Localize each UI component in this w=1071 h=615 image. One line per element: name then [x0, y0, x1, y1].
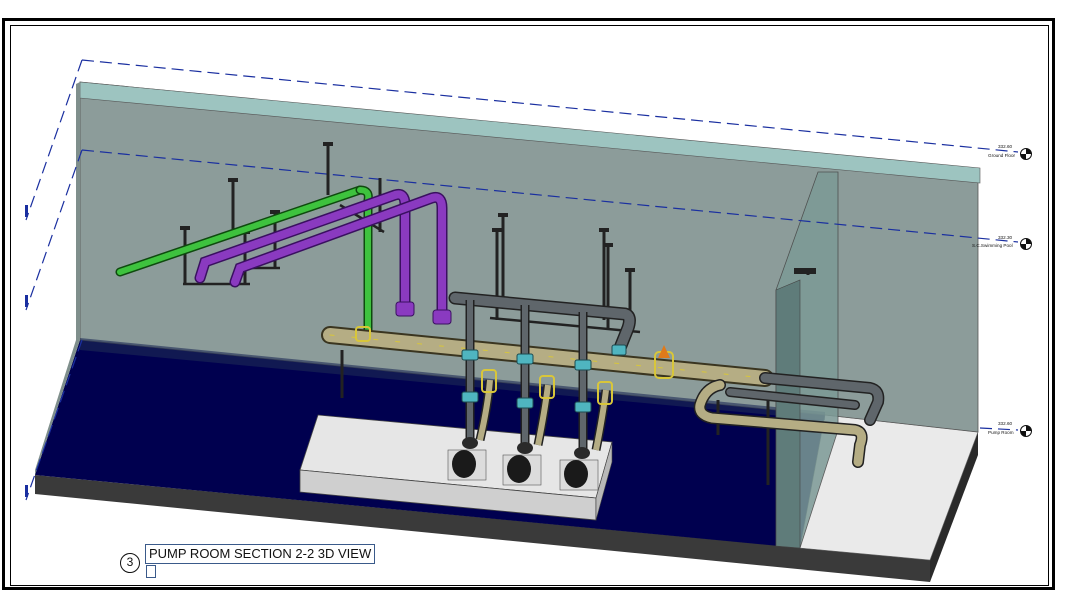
- orange-valve-marker: [658, 345, 670, 358]
- base-slab-right-side: [930, 432, 978, 582]
- level-marker-icon: [1020, 425, 1032, 437]
- level-labels: 332.60 Ground Floor 332.30 S.C.Swimming …: [972, 144, 1016, 435]
- level-elevation: 332.60: [998, 421, 1012, 426]
- cyan-fittings: [461, 344, 627, 413]
- partition-wall-face: [775, 279, 801, 549]
- pump-2: [502, 442, 542, 486]
- level-marker-icon: [1020, 148, 1032, 160]
- level-lines: [25, 59, 1019, 501]
- level-name: Ground Floor: [988, 153, 1016, 158]
- level-marker-left: [25, 205, 28, 497]
- view-title-label[interactable]: PUMP ROOM SECTION 2-2 3D VIEW: [145, 544, 376, 564]
- level-elevation: 332.30: [998, 235, 1012, 240]
- purple-valves: [395, 301, 452, 325]
- level-markers: [25, 148, 1032, 497]
- level-name: Pump Room: [988, 430, 1014, 435]
- level-elevation: 332.60: [998, 144, 1012, 149]
- pump-risers: [465, 300, 611, 455]
- level-marker-icon: [1020, 238, 1032, 250]
- viewport-border: [10, 25, 1049, 586]
- pump-pad-side: [595, 441, 613, 521]
- level-name: S.C.Swimming Pool: [972, 243, 1013, 248]
- wall-base-band: [80, 338, 825, 420]
- purple-pipes: [194, 189, 448, 324]
- pump-1: [447, 437, 487, 481]
- base-slab-side: [35, 475, 930, 582]
- gray-manifold: [448, 291, 636, 355]
- view-title-extension: [146, 565, 156, 578]
- pump-3: [559, 447, 599, 491]
- pump-units: [447, 437, 599, 491]
- tan-header-pipe: [321, 326, 774, 387]
- view-number-bubble: 3: [120, 553, 140, 573]
- gray-outlet-pipes: [693, 372, 885, 468]
